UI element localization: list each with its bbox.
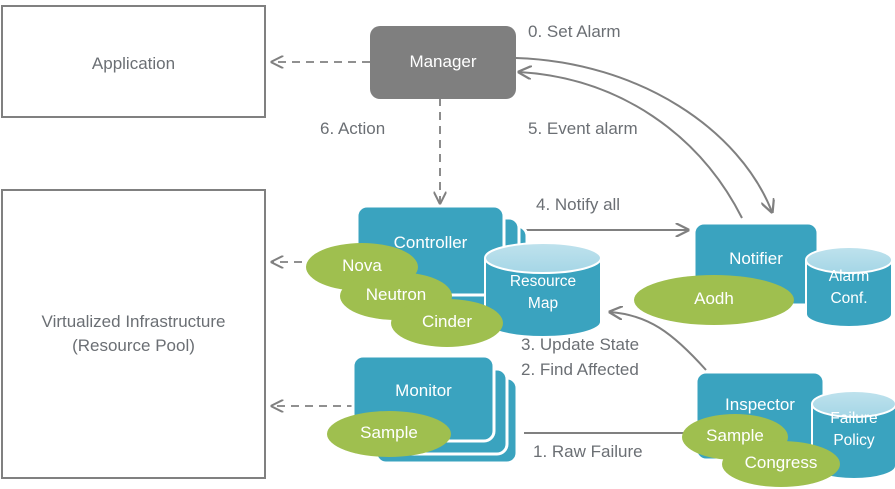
resource-map-cylinder: [484, 242, 602, 338]
aodh-ellipse: [634, 275, 794, 325]
cinder-ellipse: [391, 299, 503, 347]
application-box: [1, 5, 266, 118]
edge-update-state: [610, 312, 707, 371]
congress-ellipse: [722, 441, 840, 487]
alarm-conf-cylinder: [805, 246, 893, 328]
edge-set-alarm: [515, 57, 772, 212]
sample-monitor-ellipse: [327, 411, 451, 457]
manager-box: [370, 26, 516, 99]
virtualized-infrastructure-box: [1, 189, 266, 479]
edge-event-alarm: [519, 72, 743, 219]
